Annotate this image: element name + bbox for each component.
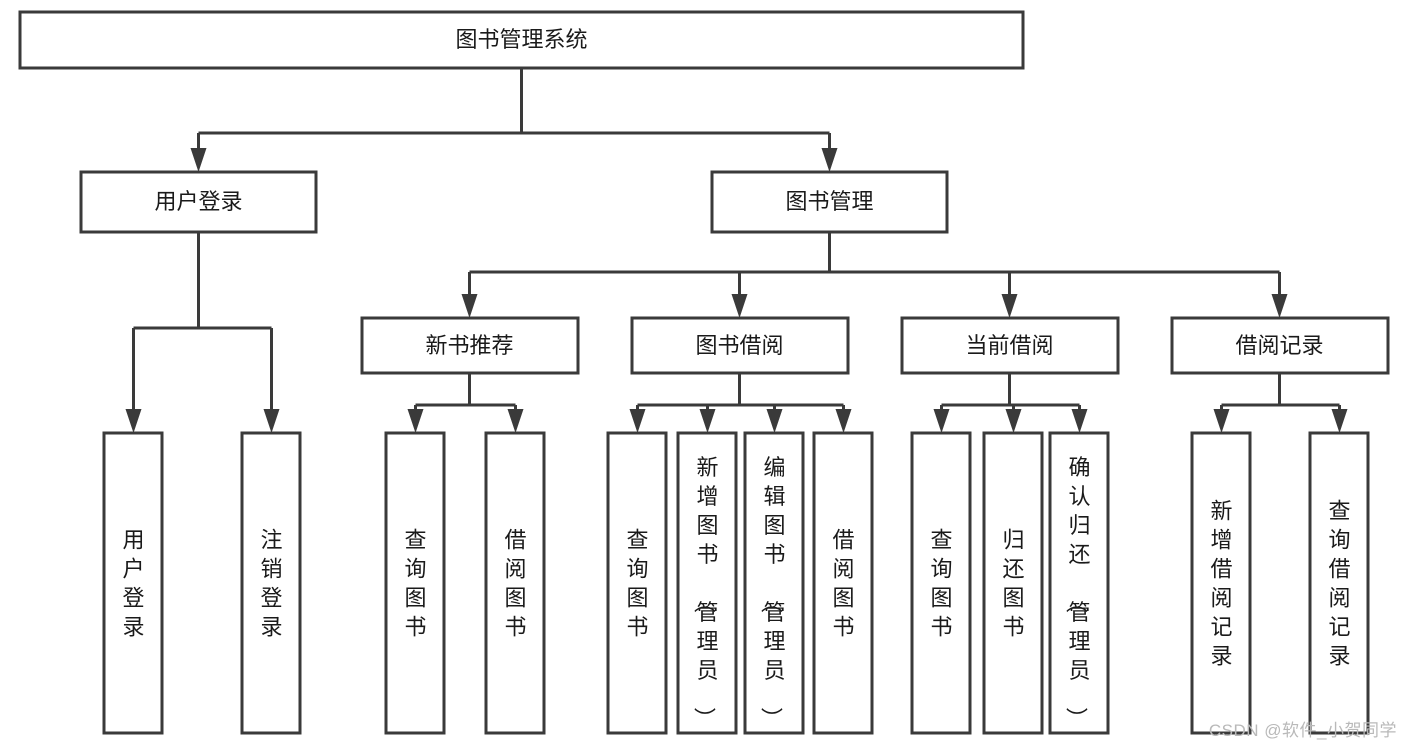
node-box	[1308, 431, 1370, 735]
node-label: 借阅记录	[1235, 333, 1323, 358]
node-label: 注销登录	[260, 528, 282, 640]
arrow-head-icon	[125, 409, 142, 433]
node-label: 查询图书	[930, 528, 952, 640]
node-label: 图书管理	[785, 189, 873, 214]
leaf-borrow-book-newbook[interactable]: 借阅图书	[484, 431, 546, 735]
node-label: 新增图书（管理员）	[691, 455, 718, 729]
node-box	[606, 431, 668, 735]
node-label: 查询图书	[626, 528, 648, 640]
connectors	[125, 68, 1348, 433]
leaf-query-borrow-record[interactable]: 查询借阅记录	[1308, 431, 1370, 735]
leaf-logout[interactable]: 注销登录	[240, 431, 302, 735]
node-root[interactable]: 图书管理系统	[18, 10, 1025, 70]
node-label: 图书管理系统	[455, 27, 587, 52]
node-box	[630, 316, 850, 375]
node-box	[743, 431, 805, 735]
arrow-head-icon	[1071, 409, 1088, 433]
node-box	[18, 10, 1025, 70]
arrow-head-icon	[1331, 409, 1348, 433]
arrow-head-icon	[821, 148, 838, 172]
arrow-head-icon	[731, 294, 748, 318]
leaf-confirm-return-admin[interactable]: 确认归还（管理员）	[1048, 431, 1110, 735]
leaf-edit-book-admin[interactable]: 编辑图书（管理员）	[743, 431, 805, 735]
node-label: 借阅图书	[504, 528, 526, 640]
arrow-head-icon	[1001, 294, 1018, 318]
nodes: 图书管理系统 用户登录 图书管理 新书推荐 图书借阅 当前	[18, 10, 1390, 735]
node-box	[79, 170, 318, 234]
node-label: 用户登录	[154, 189, 242, 214]
arrow-head-icon	[1005, 409, 1022, 433]
leaf-add-book-admin[interactable]: 新增图书（管理员）	[676, 431, 738, 735]
node-box	[1170, 316, 1390, 375]
node-box	[360, 316, 580, 375]
leaf-return-book[interactable]: 归还图书	[982, 431, 1044, 735]
node-box	[982, 431, 1044, 735]
node-new-book-recommend[interactable]: 新书推荐	[360, 316, 580, 375]
leaf-add-borrow-record[interactable]: 新增借阅记录	[1190, 431, 1252, 735]
node-box	[240, 431, 302, 735]
node-borrow-records[interactable]: 借阅记录	[1170, 316, 1390, 375]
arrow-head-icon	[190, 148, 207, 172]
node-label: 确认归还（管理员）	[1063, 455, 1090, 729]
node-box	[1048, 431, 1110, 735]
node-label: 借阅图书	[832, 528, 854, 640]
node-box	[384, 431, 446, 735]
node-box	[1190, 431, 1252, 735]
arrow-head-icon	[1271, 294, 1288, 318]
arrow-head-icon	[1213, 409, 1230, 433]
node-label: 新增借阅记录	[1210, 499, 1232, 669]
arrow-head-icon	[263, 409, 280, 433]
node-label: 用户登录	[122, 528, 144, 640]
leaf-user-login[interactable]: 用户登录	[102, 431, 164, 735]
node-label: 新书推荐	[425, 333, 513, 358]
node-book-borrow[interactable]: 图书借阅	[630, 316, 850, 375]
arrow-head-icon	[461, 294, 478, 318]
leaf-borrow-book[interactable]: 借阅图书	[812, 431, 874, 735]
node-box	[676, 431, 738, 735]
leaf-query-book-newbook[interactable]: 查询图书	[384, 431, 446, 735]
node-box	[484, 431, 546, 735]
arrow-head-icon	[629, 409, 646, 433]
node-label: 图书借阅	[695, 333, 783, 358]
node-current-borrow[interactable]: 当前借阅	[900, 316, 1120, 375]
leaf-query-book-borrow[interactable]: 查询图书	[606, 431, 668, 735]
arrow-head-icon	[933, 409, 950, 433]
node-label: 当前借阅	[965, 333, 1053, 358]
arrow-head-icon	[407, 409, 424, 433]
node-box	[102, 431, 164, 735]
node-box	[812, 431, 874, 735]
arrow-head-icon	[507, 409, 524, 433]
node-box	[900, 316, 1120, 375]
arrow-head-icon	[699, 409, 716, 433]
arrow-head-icon	[835, 409, 852, 433]
node-label: 编辑图书（管理员）	[758, 455, 785, 729]
node-box	[910, 431, 972, 735]
node-label: 查询借阅记录	[1328, 499, 1350, 669]
node-label: 归还图书	[1002, 528, 1024, 640]
node-label: 查询图书	[404, 528, 426, 640]
arrow-head-icon	[766, 409, 783, 433]
node-user-login[interactable]: 用户登录	[79, 170, 318, 234]
node-box	[710, 170, 949, 234]
node-book-management[interactable]: 图书管理	[710, 170, 949, 234]
leaf-query-book-current[interactable]: 查询图书	[910, 431, 972, 735]
